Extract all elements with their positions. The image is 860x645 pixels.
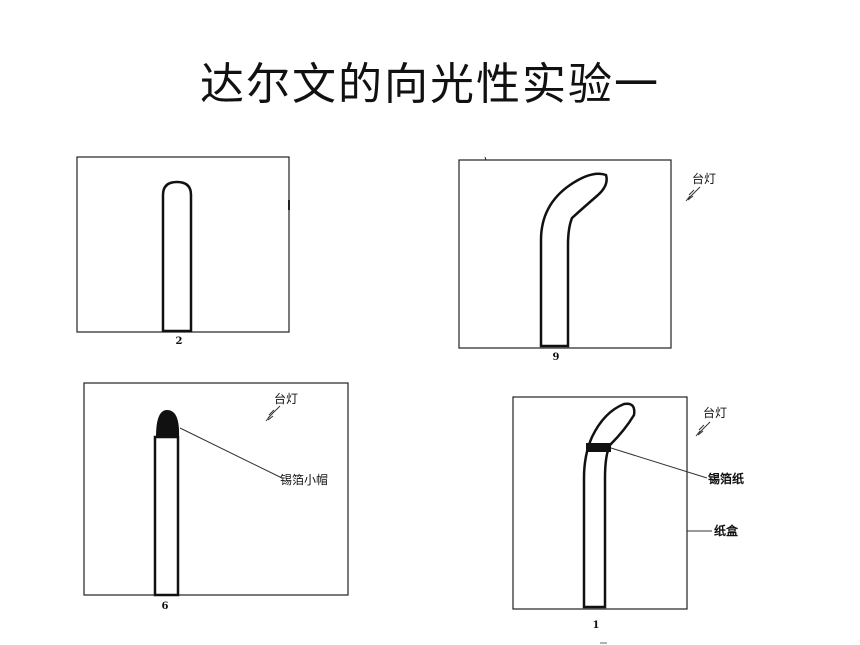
panel-4-leader-foil	[610, 447, 708, 479]
panel-2-lamp-label: 台灯	[692, 171, 716, 186]
panel-2-tick	[484, 156, 487, 161]
panel-4-lamp-label: 台灯	[703, 405, 727, 420]
seedling-straight	[161, 180, 193, 333]
panel-1: 2	[76, 156, 290, 347]
panel-2: 9 台灯	[458, 156, 716, 363]
seedling-capped	[153, 435, 180, 597]
lamp-icon	[685, 186, 701, 202]
seedling-bent-banded	[582, 402, 636, 609]
panel-2-box	[458, 159, 672, 349]
panel-2-number: 9	[553, 352, 560, 363]
lamp-icon	[265, 405, 281, 422]
panel-3-callout: 锡箔小帽	[280, 472, 328, 487]
seedling-bent	[539, 172, 608, 348]
lamp-icon	[695, 421, 711, 437]
panel-3: 锡箔小帽 6 台灯	[83, 382, 349, 612]
panel-3-lamp-label: 台灯	[274, 391, 298, 406]
panel-3-number: 6	[162, 601, 169, 612]
panel-1-number: 2	[176, 336, 183, 347]
panel-4-callout-foil: 锡箔纸	[708, 471, 744, 486]
panel-4-number: 1	[593, 620, 600, 631]
panel-4: 锡箔纸 纸盒 1 台灯	[512, 396, 744, 644]
panel-4-callout-box: 纸盒	[714, 523, 739, 538]
panel-3-leader-line	[179, 427, 283, 479]
foil-cap	[156, 410, 180, 437]
panel-3-box	[83, 382, 349, 596]
panel-4-box	[512, 396, 688, 610]
foil-band	[586, 443, 611, 452]
page-title: 达尔文的向光性实验一	[200, 59, 660, 110]
